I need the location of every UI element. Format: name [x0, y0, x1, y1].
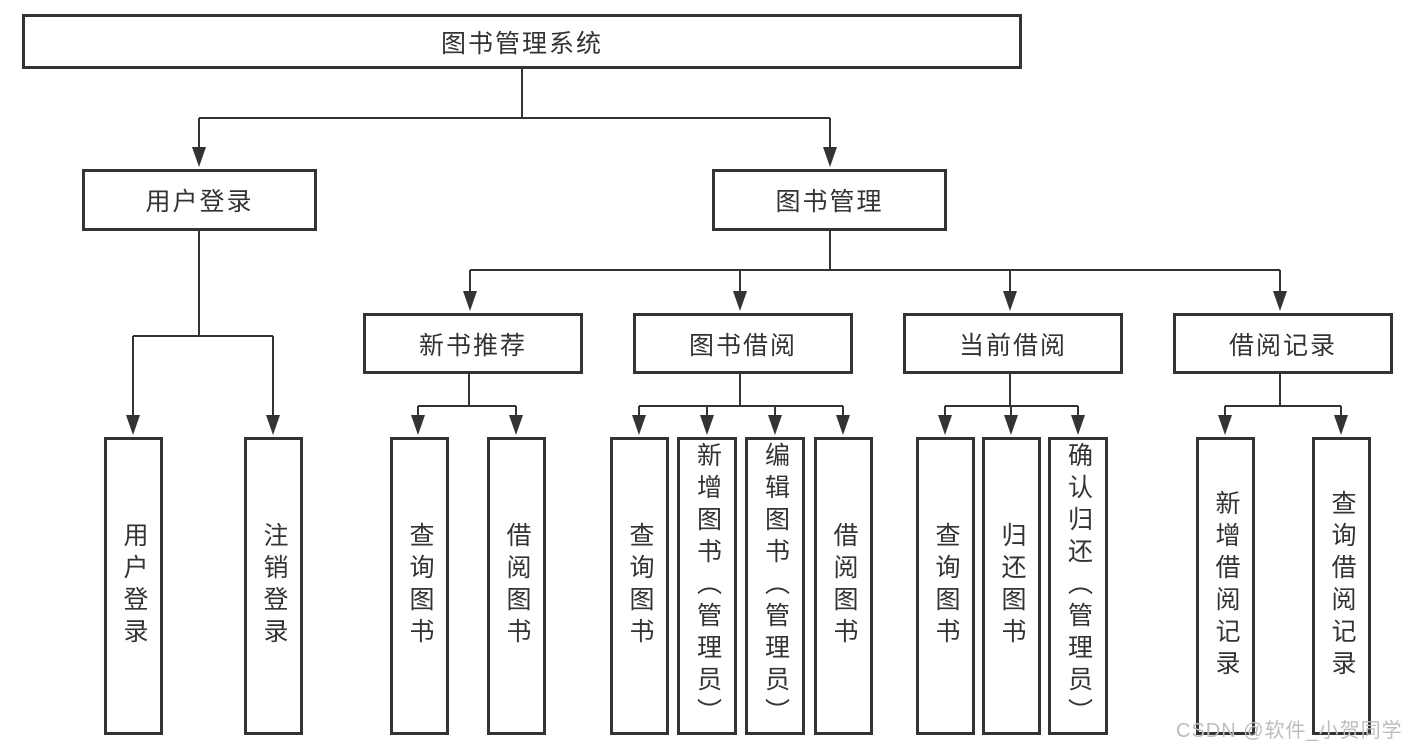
arrowhead-icon: [192, 147, 206, 167]
node-current-borrowing-label: 当前借阅: [958, 331, 1067, 360]
connector-newbook-to-leaves: [417, 374, 517, 417]
connector-records-to-leaves: [1224, 374, 1342, 417]
leaf-add-borrow-record: 新增借阅记录: [1196, 437, 1255, 735]
arrowhead-icon: [768, 415, 782, 435]
leaf-add-books-admin: 新增图书（管理员）: [677, 437, 737, 735]
leaf-logout-label: 注销登录: [260, 522, 288, 650]
leaf-borrow-books-recommend-label: 借阅图书: [503, 522, 531, 650]
node-root-system: 图书管理系统: [22, 14, 1022, 69]
connector-root-to-level1: [198, 69, 831, 149]
arrowhead-icon: [411, 415, 425, 435]
leaf-query-borrow-record-label: 查询借阅记录: [1328, 490, 1356, 682]
connector-bookmgmt-to-level2: [469, 231, 1281, 293]
watermark: CSDN @软件_小贺同学: [1176, 720, 1403, 742]
arrowhead-icon: [733, 291, 747, 311]
leaf-borrow-books-borrowing-label: 借阅图书: [830, 522, 858, 650]
node-new-book-recommend: 新书推荐: [363, 313, 583, 374]
node-borrowing-records-label: 借阅记录: [1228, 331, 1337, 360]
leaf-query-books-recommend-label: 查询图书: [406, 522, 434, 650]
leaf-logout: 注销登录: [244, 437, 303, 735]
connector-bookborrow-to-leaves: [638, 374, 844, 417]
arrowhead-icon: [938, 415, 952, 435]
node-book-borrowing: 图书借阅: [633, 313, 853, 374]
node-current-borrowing: 当前借阅: [903, 313, 1123, 374]
node-book-management-label: 图书管理: [775, 188, 884, 216]
node-user-login-label: 用户登录: [145, 188, 254, 216]
leaf-user-login-label: 用户登录: [120, 522, 148, 650]
arrowhead-icon: [1004, 415, 1018, 435]
leaf-add-borrow-record-label: 新增借阅记录: [1212, 490, 1240, 682]
node-book-management: 图书管理: [712, 169, 947, 231]
leaf-query-borrow-record: 查询借阅记录: [1312, 437, 1371, 735]
node-user-login: 用户登录: [82, 169, 317, 231]
connector-userlogin-to-leaves: [132, 231, 274, 417]
leaf-query-books-current-label: 查询图书: [932, 522, 960, 650]
node-book-borrowing-label: 图书借阅: [688, 331, 797, 360]
leaf-confirm-return-admin-label: 确认归还（管理员）: [1064, 442, 1093, 730]
node-borrowing-records: 借阅记录: [1173, 313, 1393, 374]
arrowhead-icon: [632, 415, 646, 435]
arrowhead-icon: [1071, 415, 1085, 435]
leaf-borrow-books-borrowing: 借阅图书: [814, 437, 873, 735]
connector-currentborrow-to-leaves: [944, 374, 1079, 417]
leaf-edit-books-admin: 编辑图书（管理员）: [745, 437, 805, 735]
leaf-return-books-label: 归还图书: [998, 522, 1026, 650]
node-new-book-recommend-label: 新书推荐: [418, 331, 527, 360]
arrowhead-icon: [1218, 415, 1232, 435]
leaf-edit-books-admin-label: 编辑图书（管理员）: [761, 442, 790, 730]
leaf-user-login: 用户登录: [104, 437, 163, 735]
leaf-query-books-borrowing-label: 查询图书: [626, 522, 654, 650]
leaf-return-books: 归还图书: [982, 437, 1041, 735]
arrowhead-icon: [836, 415, 850, 435]
leaf-borrow-books-recommend: 借阅图书: [487, 437, 546, 735]
leaf-add-books-admin-label: 新增图书（管理员）: [693, 442, 722, 730]
arrowhead-icon: [700, 415, 714, 435]
arrowhead-icon: [1273, 291, 1287, 311]
arrowhead-icon: [463, 291, 477, 311]
arrowhead-icon: [266, 415, 280, 435]
leaf-query-books-current: 查询图书: [916, 437, 975, 735]
arrowhead-icon: [823, 147, 837, 167]
arrowhead-icon: [126, 415, 140, 435]
arrowhead-icon: [1003, 291, 1017, 311]
node-root-label: 图书管理系统: [440, 29, 603, 58]
arrowhead-icon: [1334, 415, 1348, 435]
leaf-query-books-recommend: 查询图书: [390, 437, 449, 735]
leaf-confirm-return-admin: 确认归还（管理员）: [1048, 437, 1108, 735]
leaf-query-books-borrowing: 查询图书: [610, 437, 669, 735]
arrowhead-icon: [509, 415, 523, 435]
